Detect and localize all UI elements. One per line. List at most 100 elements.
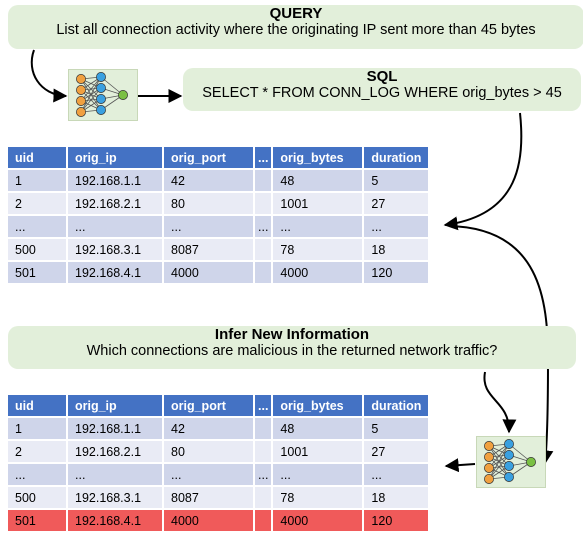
table-cell: 4000 (164, 262, 253, 283)
table-cell: ... (364, 464, 429, 485)
table-cell: 1001 (273, 193, 363, 214)
table-cell: 192.168.4.1 (68, 262, 162, 283)
column-header: orig_port (164, 147, 253, 168)
table-cell (255, 239, 272, 260)
sql-title: SQL (366, 68, 398, 85)
table-cell: 500 (8, 239, 66, 260)
neural-network-icon (476, 436, 546, 488)
table-cell (255, 510, 272, 531)
table-cell: ... (164, 464, 253, 485)
query-text: List all connection activity where the o… (56, 22, 536, 39)
table-cell (255, 170, 272, 191)
table-cell (255, 262, 272, 283)
table-cell: ... (8, 464, 66, 485)
table-cell: 80 (164, 193, 253, 214)
table-cell: 5 (364, 170, 429, 191)
table-cell: 501 (8, 262, 66, 283)
table-cell: 120 (364, 510, 429, 531)
table-cell (255, 441, 272, 462)
table-cell: ... (364, 216, 429, 237)
table-cell: 2 (8, 193, 66, 214)
table-cell: 78 (273, 239, 363, 260)
table-cell: ... (273, 216, 363, 237)
neural-network-graphic (76, 72, 128, 117)
column-header: uid (8, 147, 66, 168)
table-cell: ... (255, 216, 272, 237)
table-cell: 5 (364, 418, 429, 439)
column-header: orig_bytes (273, 147, 363, 168)
infer-bubble: Infer New Information Which connections … (8, 326, 576, 369)
table-cell: 1 (8, 170, 66, 191)
table-cell: 1001 (273, 441, 363, 462)
table-cell: 192.168.1.1 (68, 170, 162, 191)
table-cell: ... (68, 216, 162, 237)
table-cell: 192.168.3.1 (68, 487, 162, 508)
table-cell: 120 (364, 262, 429, 283)
column-header: ... (255, 147, 272, 168)
table-cell: 192.168.4.1 (68, 510, 162, 531)
table-cell (255, 418, 272, 439)
table-cell: ... (273, 464, 363, 485)
infer-title: Infer New Information (214, 326, 370, 343)
arrow-model-to-result (444, 458, 476, 473)
table-cell: 192.168.2.1 (68, 193, 162, 214)
column-header: duration (364, 395, 429, 416)
table-cell: 2 (8, 441, 66, 462)
table-cell (255, 193, 272, 214)
arrow-sql-to-table (443, 112, 523, 231)
arrow-question-to-model (483, 371, 517, 434)
table-cell: 4000 (164, 510, 253, 531)
column-header: uid (8, 395, 66, 416)
table-cell: 8087 (164, 239, 253, 260)
table-cell: 18 (364, 487, 429, 508)
table-cell: ... (164, 216, 253, 237)
table-cell: 27 (364, 441, 429, 462)
table-cell: 8087 (164, 487, 253, 508)
column-header: duration (364, 147, 429, 168)
column-header: orig_port (164, 395, 253, 416)
table-cell: 48 (273, 418, 363, 439)
table-cell: 42 (164, 418, 253, 439)
table-row: .................. (8, 216, 429, 237)
table-cell: 4000 (273, 262, 363, 283)
table-cell: 78 (273, 487, 363, 508)
table-cell: 27 (364, 193, 429, 214)
table-cell: 192.168.1.1 (68, 418, 162, 439)
table-cell: 80 (164, 441, 253, 462)
table-cell: 48 (273, 170, 363, 191)
table-cell: 18 (364, 239, 429, 260)
column-header: orig_ip (68, 147, 162, 168)
table-cell: 501 (8, 510, 66, 531)
table-cell: 1 (8, 418, 66, 439)
table-cell: ... (8, 216, 66, 237)
sql-bubble: SQL SELECT * FROM CONN_LOG WHERE orig_by… (183, 68, 581, 111)
table-cell: 500 (8, 487, 66, 508)
table-cell (255, 487, 272, 508)
table-cell: 4000 (273, 510, 363, 531)
table-cell: 192.168.2.1 (68, 441, 162, 462)
arrow-query-to-model (30, 49, 68, 103)
column-header: orig_ip (68, 395, 162, 416)
column-header: ... (255, 395, 272, 416)
infer-text: Which connections are malicious in the r… (86, 343, 498, 360)
neural-network-graphic (484, 439, 536, 484)
sql-text: SELECT * FROM CONN_LOG WHERE orig_bytes … (202, 85, 562, 102)
query-bubble: QUERY List all connection activity where… (8, 5, 583, 49)
neural-network-icon (68, 69, 138, 121)
column-header: orig_bytes (273, 395, 363, 416)
query-title: QUERY (269, 5, 323, 22)
table-cell: 42 (164, 170, 253, 191)
table-cell: ... (255, 464, 272, 485)
table-cell: ... (68, 464, 162, 485)
table-row: .................. (8, 464, 429, 485)
